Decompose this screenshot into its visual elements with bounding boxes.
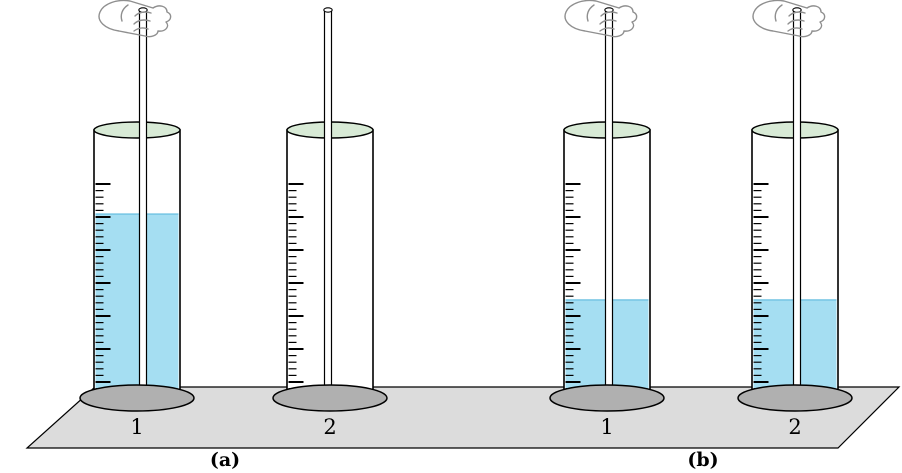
hand-icon: [752, 0, 826, 38]
graduation-ticks: [565, 183, 581, 390]
graduation-ticks: [753, 183, 769, 390]
hand-finger-line: [133, 19, 151, 25]
hand-outline: [752, 0, 826, 38]
hand-finger-line: [788, 11, 806, 17]
rod-cap: [323, 7, 333, 13]
hand-thumb-line: [120, 4, 129, 22]
hand-outline: [564, 0, 638, 38]
hand-finger-line: [600, 11, 618, 17]
graduation-ticks: [288, 183, 304, 390]
cylinder-label: 2: [323, 415, 336, 439]
hand-thumb-line: [586, 4, 595, 22]
cylinder: 1: [549, 0, 665, 439]
rod: [604, 9, 614, 390]
cylinder-label: 2: [788, 415, 801, 439]
rod: [138, 9, 148, 390]
cylinders-group: 1 2 1 2: [79, 0, 853, 439]
hand-finger-line: [134, 11, 152, 17]
hand-icon: [564, 0, 638, 38]
liquid: [95, 214, 179, 395]
hand-finger-line: [599, 19, 617, 25]
hand-outline: [98, 0, 172, 38]
hand-icon: [98, 0, 172, 38]
cylinder-base: [549, 384, 665, 412]
hand-finger-line: [787, 19, 805, 25]
cylinder: 2: [272, 7, 388, 439]
hand-finger-line: [787, 27, 803, 32]
rod: [792, 9, 802, 390]
cylinder-base: [79, 384, 195, 412]
caption-a: (a): [210, 449, 240, 471]
graduation-ticks: [95, 183, 111, 390]
caption-b: (b): [687, 449, 718, 471]
cylinder: 1: [79, 0, 195, 439]
cylinder-label: 1: [600, 415, 613, 439]
cylinder: 2: [737, 0, 853, 439]
cylinder-rim: [93, 121, 181, 139]
rod: [323, 9, 333, 390]
cylinder-base: [272, 384, 388, 412]
cylinder-label: 1: [130, 415, 143, 439]
cylinder-base: [737, 384, 853, 412]
hand-finger-line: [133, 27, 149, 32]
hand-finger-line: [599, 27, 615, 32]
hand-thumb-line: [774, 4, 783, 22]
